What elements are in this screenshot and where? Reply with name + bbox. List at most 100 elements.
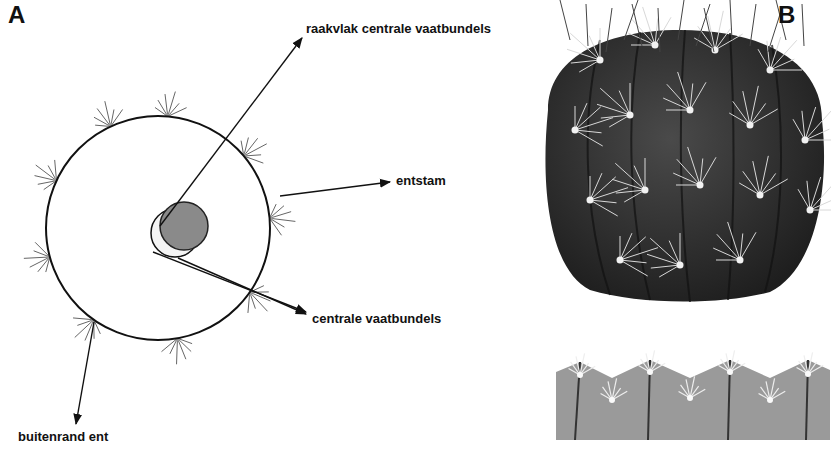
spine [805, 129, 829, 140]
spine [632, 19, 655, 45]
cactus-body [545, 30, 824, 302]
spine [770, 70, 802, 71]
spine [168, 108, 187, 117]
strip-spines [569, 350, 824, 403]
spine [704, 8, 714, 52]
spine [666, 110, 690, 111]
areole [577, 372, 583, 378]
part-label: buitenrand ent [18, 430, 108, 444]
cactus-spines [560, 0, 831, 277]
spine [753, 161, 760, 195]
areole [687, 107, 694, 114]
spine [750, 4, 756, 46]
spine [655, 17, 671, 45]
panel-letter: A [8, 2, 25, 28]
spine [590, 188, 628, 200]
spine [680, 233, 681, 265]
spine [632, 4, 642, 46]
areole [687, 395, 693, 401]
spine [770, 40, 797, 70]
spine [24, 257, 50, 258]
spine [176, 338, 178, 364]
spine [676, 185, 700, 186]
spine [650, 238, 680, 265]
spine [743, 91, 750, 125]
spine [700, 157, 716, 185]
spine [678, 0, 684, 40]
spine [620, 236, 621, 260]
graft-outline [46, 116, 270, 340]
spine [634, 166, 645, 190]
spine [620, 260, 648, 276]
areole [597, 57, 604, 64]
areole [627, 112, 634, 119]
areole [802, 137, 809, 144]
spine [631, 45, 655, 46]
spine [36, 165, 57, 181]
spine [590, 176, 591, 200]
spine [75, 320, 94, 338]
spine [244, 138, 258, 156]
spine [643, 7, 655, 45]
spine [165, 94, 168, 116]
spine [589, 36, 600, 60]
areole [609, 397, 615, 403]
spine [673, 173, 700, 185]
spine [600, 28, 601, 60]
areole [647, 369, 653, 375]
spine [575, 107, 601, 130]
spine [760, 179, 788, 195]
spine [715, 28, 731, 50]
spine [55, 160, 57, 181]
spine [805, 110, 831, 140]
spine [615, 163, 645, 190]
areole [807, 207, 814, 214]
spine [250, 292, 268, 311]
part-label: raakvlak centrale vaatbundels [306, 22, 491, 36]
areole [767, 397, 773, 403]
leader-lines [76, 38, 390, 424]
spine [677, 159, 700, 185]
spine [601, 115, 630, 118]
cactus-ribs [588, 30, 781, 302]
rib-strip-edges [575, 360, 808, 440]
spine [663, 98, 690, 110]
spine [647, 254, 680, 265]
spine [658, 8, 660, 52]
part-label: entstam [396, 174, 446, 188]
spine [575, 103, 587, 130]
spine [30, 257, 50, 267]
spine [270, 218, 282, 235]
areole [737, 257, 744, 264]
spine [770, 59, 794, 70]
spine [270, 212, 292, 219]
areole [587, 197, 594, 204]
areole [697, 182, 704, 189]
spine [717, 234, 740, 260]
spine [620, 233, 632, 260]
spine [713, 248, 740, 260]
spine [810, 180, 831, 210]
spine [600, 88, 630, 115]
areole [572, 127, 579, 134]
areole [652, 42, 659, 49]
spine [586, 4, 588, 46]
spine [575, 130, 603, 146]
areole [805, 371, 811, 377]
spine [739, 183, 760, 195]
spine-clusters [24, 92, 296, 365]
areole [617, 257, 624, 264]
spine [750, 109, 778, 125]
spine [645, 158, 646, 190]
spine [620, 237, 646, 260]
areole [727, 369, 733, 375]
spine [669, 241, 680, 265]
spine [810, 199, 831, 210]
panel-letter: B [778, 2, 795, 28]
spine [690, 82, 706, 110]
spine [612, 179, 645, 190]
spine [688, 147, 700, 185]
spine [729, 113, 750, 125]
spine [177, 338, 185, 359]
